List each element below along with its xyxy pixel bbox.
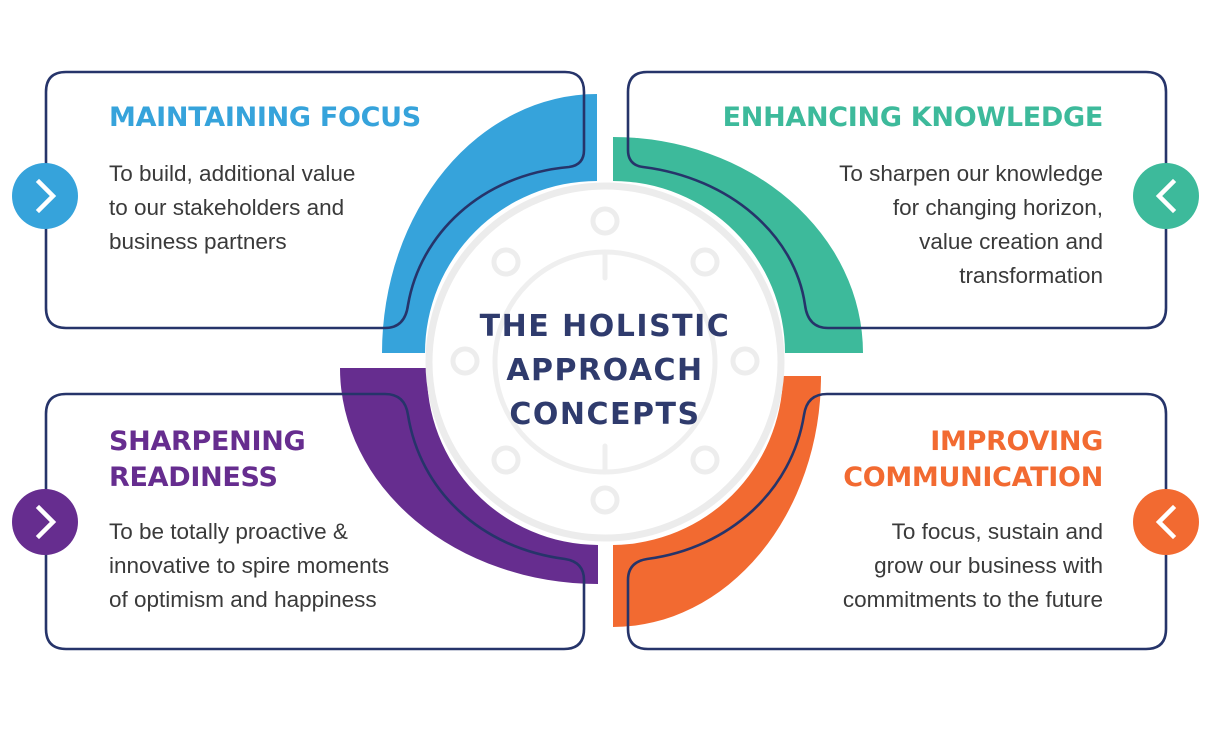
card-description: To be totally proactive & innovative to … bbox=[109, 515, 389, 617]
heading-line: COMMUNICATION bbox=[843, 462, 1103, 493]
card-description: To sharpen our knowledge for changing ho… bbox=[839, 157, 1103, 293]
description-line: transformation bbox=[959, 263, 1103, 288]
chevron-button-enhancing-knowledge[interactable] bbox=[1133, 163, 1199, 229]
chevron-right-icon bbox=[35, 504, 57, 540]
card-heading: ENHANCING KNOWLEDGE bbox=[722, 102, 1104, 133]
heading-line: SHARPENING bbox=[109, 426, 306, 457]
center-title-line-1: THE HOLISTIC bbox=[479, 309, 731, 344]
description-line: To build, additional value bbox=[109, 161, 356, 186]
decorative-nodes bbox=[450, 206, 760, 515]
description-line: To be totally proactive & bbox=[109, 519, 348, 544]
card-border-improving-communication bbox=[626, 392, 1168, 651]
arc-enhancing-knowledge bbox=[613, 137, 863, 353]
card-heading: MAINTAINING FOCUS bbox=[109, 102, 421, 133]
description-line: To sharpen our knowledge bbox=[839, 161, 1103, 186]
arc-maintaining-focus bbox=[382, 94, 597, 353]
heading-line: READINESS bbox=[109, 462, 278, 493]
card-border-sharpening-readiness bbox=[44, 392, 586, 651]
description-line: of optimism and happiness bbox=[109, 587, 377, 612]
center-disc bbox=[425, 182, 785, 542]
description-line: to our stakeholders and bbox=[109, 195, 345, 220]
card-description: To build, additional value to our stakeh… bbox=[109, 157, 355, 259]
arc-improving-communication bbox=[613, 376, 821, 627]
card-border-maintaining-focus bbox=[44, 70, 586, 330]
description-line: value creation and bbox=[919, 229, 1103, 254]
center-title: THE HOLISTIC APPROACH CONCEPTS bbox=[455, 305, 755, 437]
card-border-enhancing-knowledge bbox=[626, 70, 1168, 330]
chevron-right-icon bbox=[35, 178, 57, 214]
chevron-button-maintaining-focus[interactable] bbox=[12, 163, 78, 229]
center-title-line-3: CONCEPTS bbox=[509, 397, 701, 432]
center-title-line-2: APPROACH bbox=[506, 353, 704, 388]
chevron-button-improving-communication[interactable] bbox=[1133, 489, 1199, 555]
arc-sharpening-readiness bbox=[340, 368, 598, 584]
card-description: To focus, sustain and grow our business … bbox=[843, 515, 1103, 617]
description-line: To focus, sustain and bbox=[891, 519, 1103, 544]
card-heading: SHARPENING READINESS bbox=[109, 424, 306, 496]
description-line: commitments to the future bbox=[842, 587, 1103, 612]
description-line: for changing horizon, bbox=[892, 195, 1103, 220]
description-line: innovative to spire moments bbox=[109, 553, 390, 578]
description-line: business partners bbox=[109, 229, 287, 254]
card-heading: IMPROVING COMMUNICATION bbox=[843, 424, 1103, 496]
description-line: grow our business with bbox=[874, 553, 1103, 578]
chevron-left-icon bbox=[1155, 178, 1177, 214]
chevron-button-sharpening-readiness[interactable] bbox=[12, 489, 78, 555]
heading-line: IMPROVING bbox=[930, 426, 1103, 457]
chevron-left-icon bbox=[1155, 504, 1177, 540]
